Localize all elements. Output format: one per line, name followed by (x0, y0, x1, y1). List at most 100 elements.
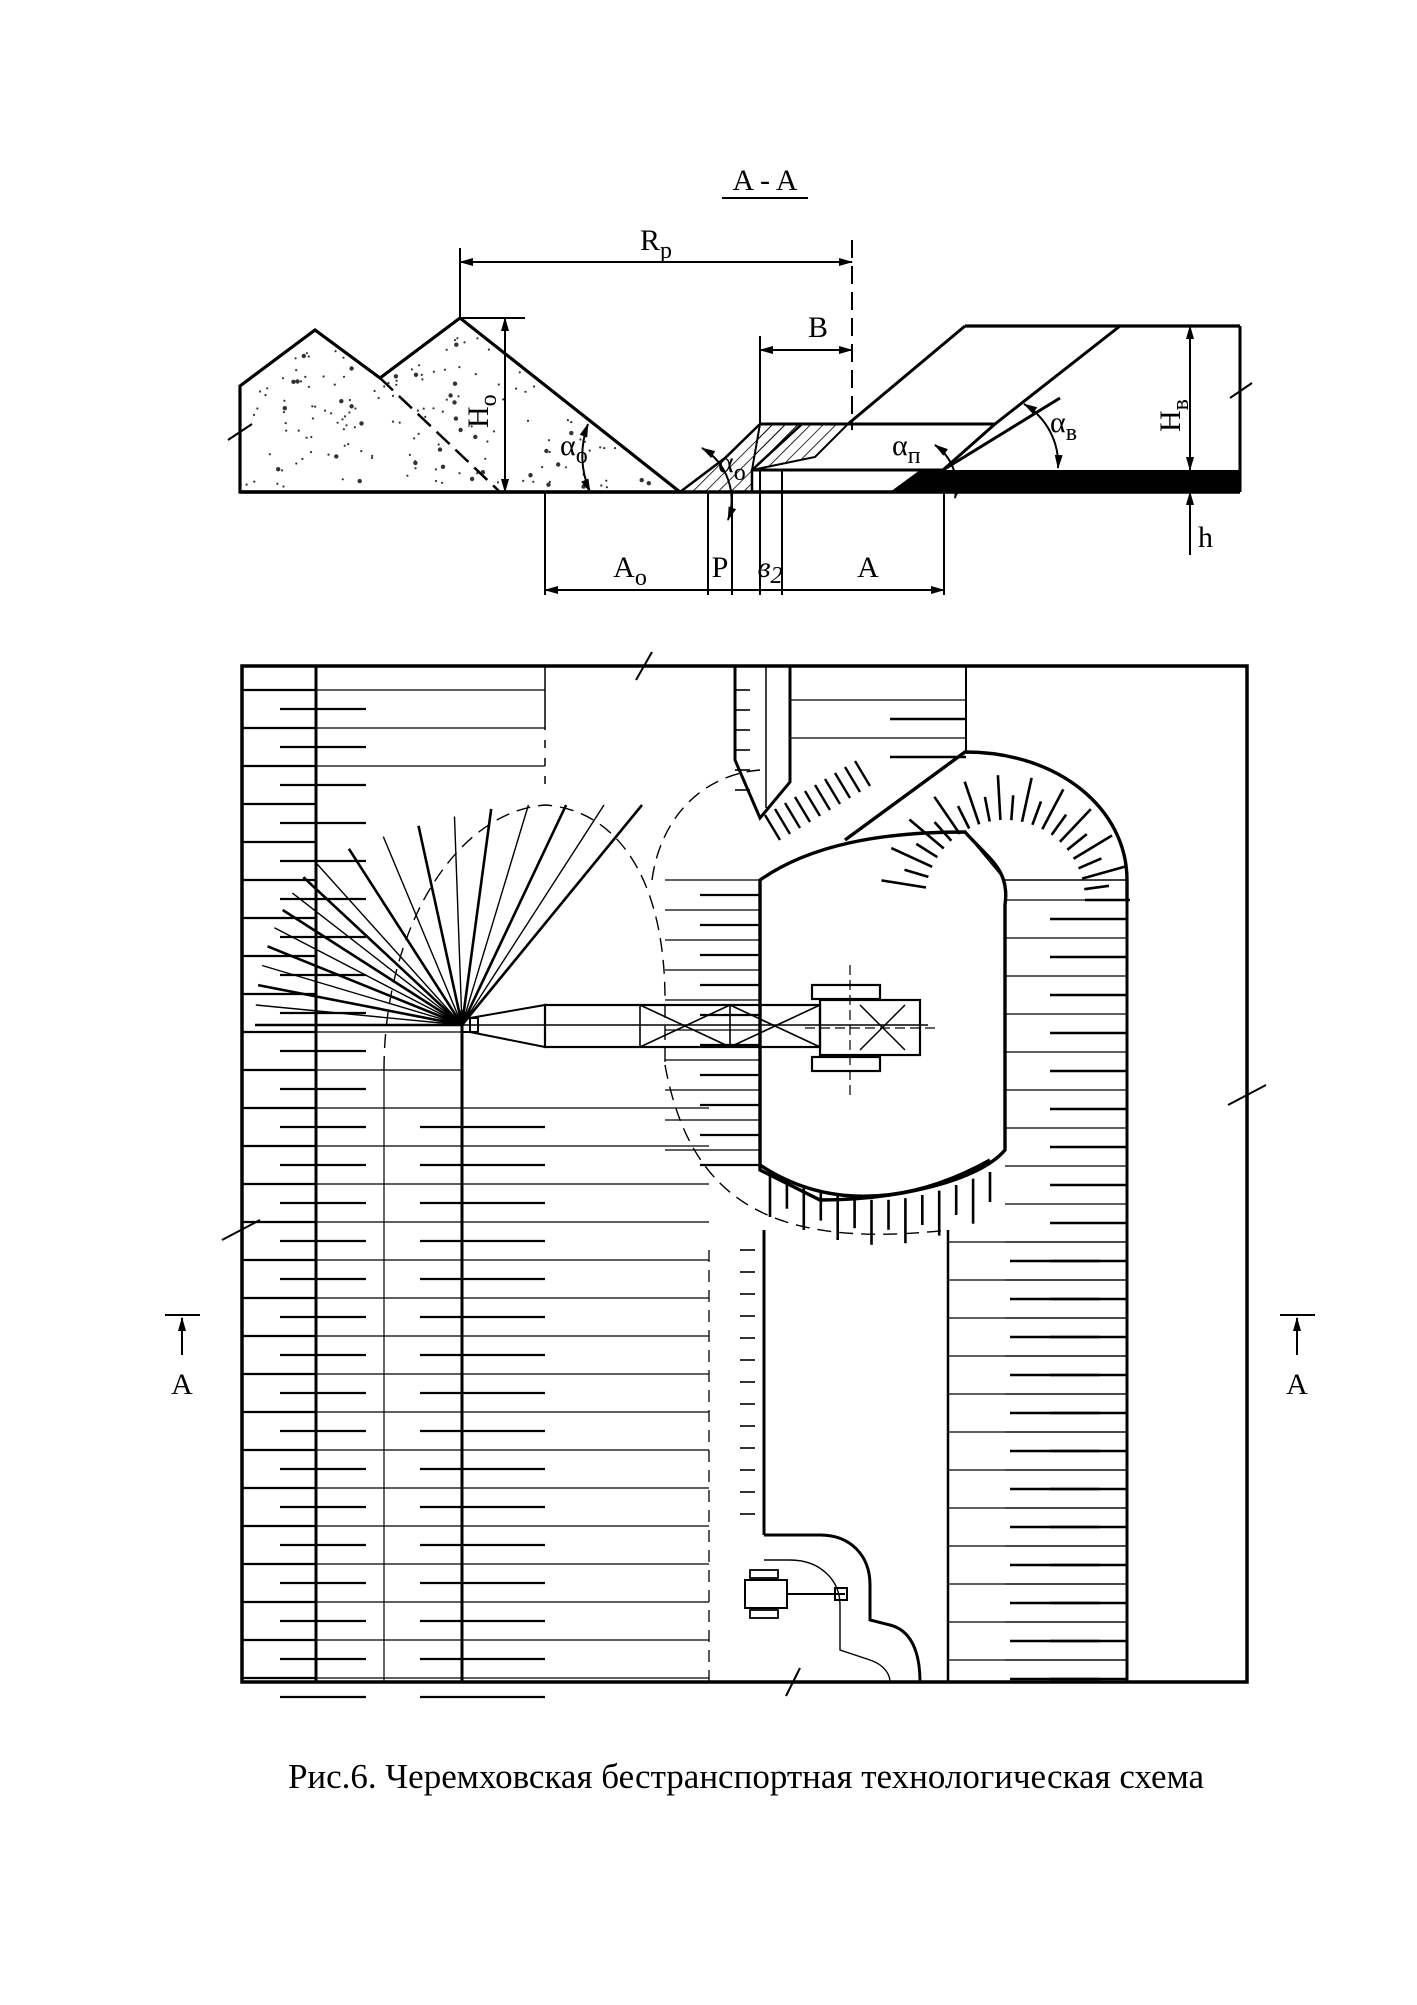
section-marker-right: A (1286, 1368, 1308, 1401)
rp-label: Rp (640, 224, 672, 264)
h-label: h (1198, 521, 1213, 554)
boom-truss-diagonals (639, 1004, 821, 1048)
speckle-dot (541, 466, 544, 469)
small-excavator-track-2 (749, 1609, 779, 1619)
speckle-dot (486, 440, 489, 443)
speckle-dot (413, 372, 419, 377)
speckle-dot (295, 379, 300, 384)
speckle-dot (445, 348, 448, 351)
arch-tick (843, 766, 862, 793)
speckle-dot (350, 366, 353, 370)
boom-truss (543, 1003, 822, 1049)
speckle-dot (502, 398, 505, 401)
section-marker-left: A (171, 1368, 193, 1401)
speckle-dot (342, 375, 346, 378)
speckle-dot (532, 385, 536, 388)
speckle-dot (579, 438, 582, 441)
arch-tick (983, 796, 991, 822)
speckle-dot (422, 407, 425, 410)
speckle-dot (342, 428, 345, 431)
upper-gallery (733, 666, 792, 821)
speckle-dot (406, 474, 409, 477)
fan-ray (315, 861, 463, 1026)
speckle-dot (391, 420, 395, 423)
small-excavator-track (749, 1569, 779, 1579)
right-hatch-lines (790, 699, 1127, 1681)
speckle-dot (285, 429, 288, 432)
center-hatch-lines (665, 879, 760, 1167)
arch-tick (1066, 833, 1088, 851)
speckle-dot (393, 374, 399, 379)
speckle-dot (476, 337, 479, 340)
speckle-dot (603, 447, 606, 450)
arch-ticks (763, 760, 1130, 902)
speckle-dot (345, 424, 348, 427)
speckle-dot (373, 389, 376, 393)
pit-bottom-arc (759, 1158, 991, 1198)
fan-ray (257, 983, 463, 1027)
speckle-dot (343, 415, 347, 418)
v2-label: в2 (757, 551, 782, 589)
fan-ray (382, 836, 463, 1026)
speckle-dot (458, 472, 461, 475)
speckle-dot (276, 482, 279, 485)
arch-tick (773, 808, 792, 835)
speckle-dot (311, 417, 314, 420)
speckle-dot (441, 481, 444, 484)
speckle-dot (437, 443, 440, 446)
break-top (635, 651, 653, 681)
section-title: A - A (732, 164, 797, 197)
speckle-dot (445, 398, 448, 401)
speckle-dot (588, 449, 591, 452)
fan-ray (461, 804, 530, 1026)
plan-view: A A (165, 651, 1315, 1699)
speckle-dot (556, 462, 561, 467)
speckle-dot (314, 405, 317, 408)
speckle-dot (417, 432, 420, 435)
fan-ray (281, 908, 463, 1027)
fan-ray (255, 1004, 463, 1026)
speckle-dot (452, 400, 457, 405)
speckle-dot (282, 406, 287, 411)
speckle-dot (299, 380, 302, 383)
speckle-dot (420, 373, 423, 376)
speckle-dot (639, 477, 644, 483)
speckle-dot (333, 383, 336, 386)
speckle-dot (544, 448, 549, 454)
plan-frame (240, 664, 1249, 1684)
speckle-dot (548, 480, 551, 483)
speckle-dot (564, 466, 568, 469)
cut-mark-left (227, 423, 253, 441)
speckle-dot (476, 472, 479, 475)
speckle-dot (342, 356, 345, 359)
speckle-dot (413, 460, 418, 466)
speckle-dot (327, 453, 330, 456)
speckle-dot (305, 352, 308, 355)
speckle-dot (305, 436, 308, 439)
speckle-dot (339, 399, 344, 404)
speckle-dot (353, 426, 356, 429)
alpha-o-left-arc (579, 423, 591, 493)
p-label: P (712, 551, 729, 584)
speckle-dot (295, 369, 298, 372)
hv-label: Hв (1154, 399, 1194, 432)
lower-gallery-inner (764, 1559, 891, 1683)
speckle-dot (424, 415, 427, 418)
speckle-dot (301, 353, 306, 359)
speckle-dot (334, 350, 337, 353)
speckle-dot (515, 387, 518, 390)
speckle-dot (391, 394, 395, 397)
arch-tick (1010, 795, 1015, 821)
speckle-dot (357, 478, 362, 484)
arch-tick (1031, 800, 1043, 826)
alpha-o-right-label: αo (718, 446, 746, 486)
pit-bottom-dashed (664, 1064, 949, 1235)
small-excavator-bucket (834, 1587, 848, 1601)
speckle-dot (613, 447, 617, 450)
speckle-dot (605, 486, 609, 489)
speckle-dot (252, 413, 256, 416)
hatched-bench (750, 423, 851, 472)
arch-tick (783, 802, 802, 829)
right-arch-outline (843, 750, 1129, 900)
